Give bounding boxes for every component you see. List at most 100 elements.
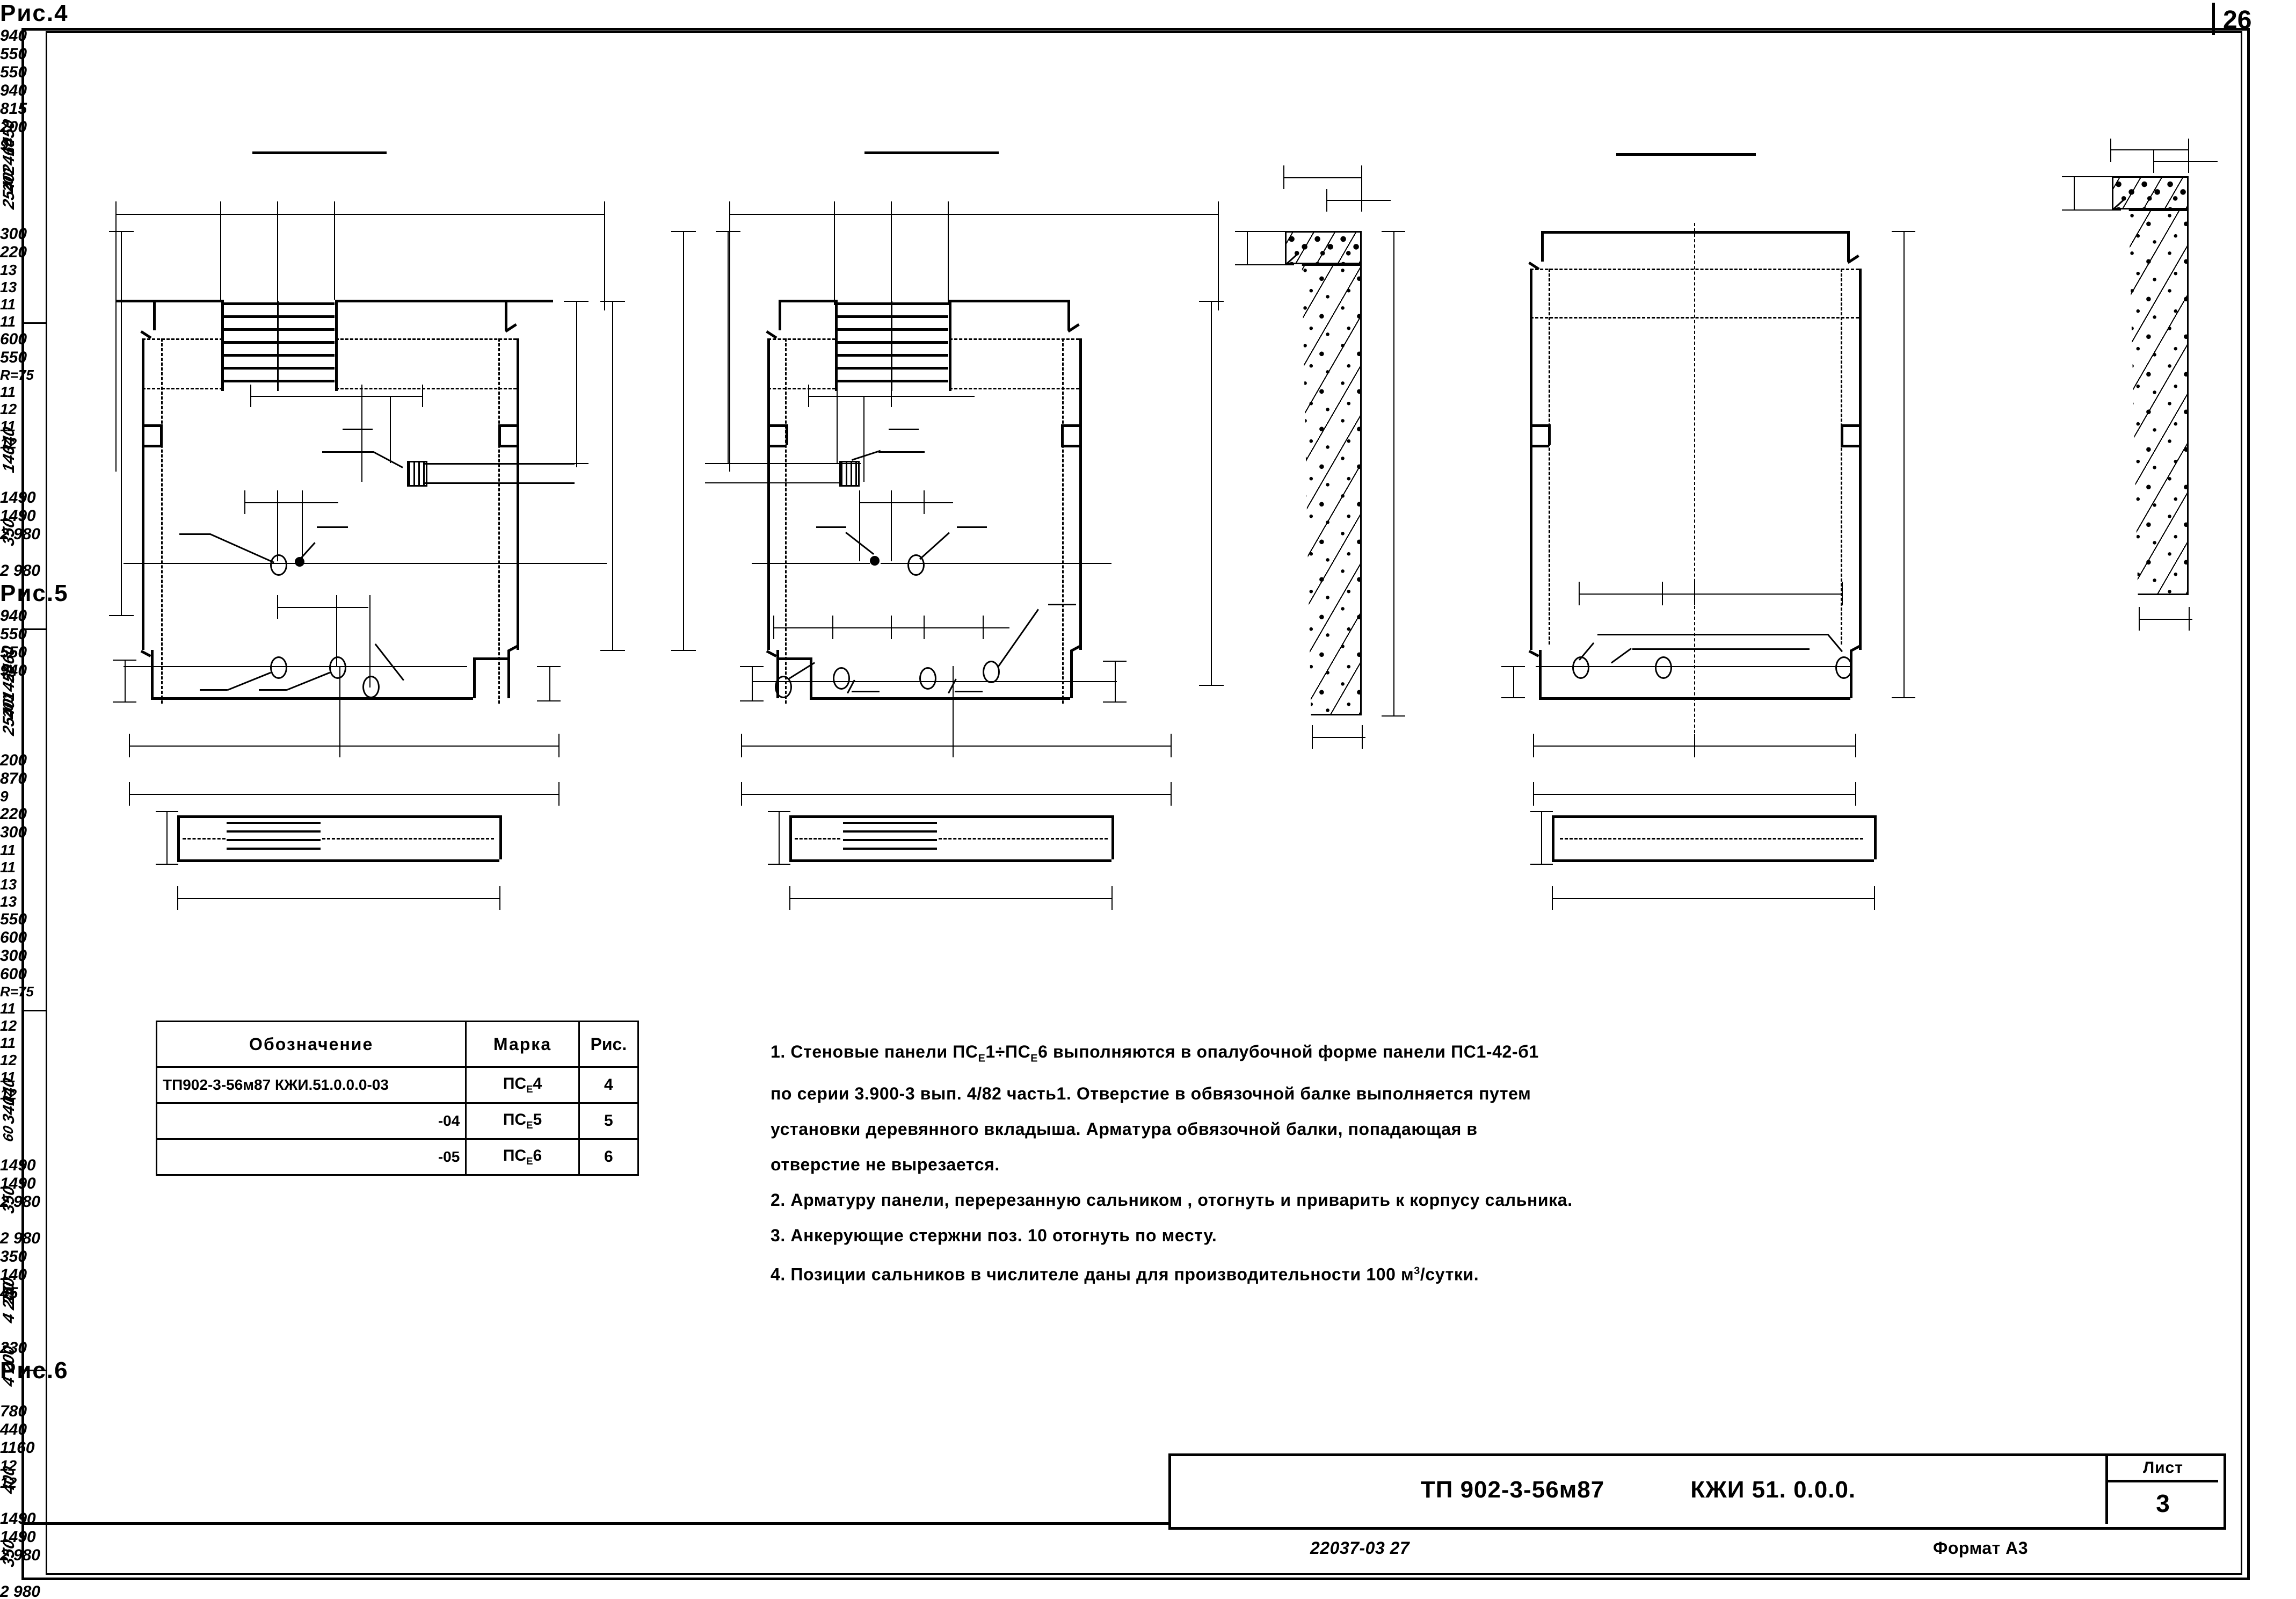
tick bbox=[1199, 301, 1224, 302]
fig6-outline bbox=[1859, 269, 1862, 508]
ext-line bbox=[948, 214, 949, 305]
fig4-notch bbox=[160, 424, 163, 445]
fig5-dim-1490b: 1490 bbox=[0, 1175, 36, 1192]
fig5-ref-line bbox=[752, 563, 870, 564]
sec-left-230-line bbox=[1312, 737, 1365, 738]
fig6-outline bbox=[1859, 508, 1862, 650]
cell-fig: 5 bbox=[578, 1102, 640, 1140]
fig4-600-550-line bbox=[277, 607, 368, 608]
fig4-gland-dim bbox=[424, 463, 575, 465]
tick bbox=[177, 886, 178, 910]
fig4-hidden bbox=[161, 338, 163, 704]
tick bbox=[832, 616, 833, 639]
fig6-outline bbox=[1541, 231, 1544, 262]
fig4-section-side bbox=[499, 815, 502, 859]
fig6-centerline bbox=[1694, 223, 1695, 744]
fig4-350-dimline bbox=[166, 811, 168, 864]
fig4-anchor-circle bbox=[270, 554, 287, 576]
fig5-pos-12b: 12 bbox=[0, 1052, 17, 1068]
tick bbox=[2153, 150, 2154, 173]
fig4-outline bbox=[517, 577, 519, 650]
fig6-dim-2980: 2 980 bbox=[0, 1546, 41, 1564]
fig4-hidden bbox=[498, 338, 500, 704]
tick bbox=[740, 700, 764, 701]
sec-right-250-dimline bbox=[2074, 176, 2075, 209]
fig5-350-dimline bbox=[779, 811, 780, 864]
margin-tick bbox=[21, 322, 47, 324]
ext-line bbox=[220, 214, 221, 300]
tick bbox=[768, 864, 790, 865]
fig6-bar-top bbox=[1597, 634, 1828, 635]
fig6-outline bbox=[1850, 650, 1852, 698]
fig6-350-dimline bbox=[1541, 811, 1542, 864]
cell-designation: -05 bbox=[155, 1138, 467, 1176]
fig5-notch bbox=[767, 445, 787, 447]
fig6-notch bbox=[1841, 445, 1860, 447]
tick bbox=[113, 701, 136, 703]
fig6-outline bbox=[1539, 650, 1542, 698]
fig5-gland-symbol bbox=[839, 461, 860, 487]
note-line: 3. Анкерующие стержни поз. 10 отогнуть п… bbox=[771, 1226, 1217, 1246]
doc-code: 22037-03 27 bbox=[1310, 1538, 1410, 1558]
fig4-beam-center bbox=[277, 301, 279, 391]
fig4-notch bbox=[498, 445, 518, 447]
fig4-pos-11c: 11 bbox=[0, 384, 16, 400]
fig5-outline bbox=[949, 300, 1019, 302]
fig4-pos-11d: 11 bbox=[0, 418, 16, 435]
fig5-notch bbox=[1061, 445, 1080, 447]
tick bbox=[740, 666, 764, 667]
tick bbox=[741, 782, 742, 806]
fig4-section-centerline bbox=[322, 838, 494, 840]
ext-line bbox=[334, 214, 335, 300]
cell-mark: ПСЕ6 bbox=[465, 1138, 580, 1176]
fig4-top-dim-line bbox=[115, 214, 604, 215]
fig5-outline bbox=[776, 650, 779, 698]
sec-right-dim-250: 250 bbox=[0, 0, 18, 1599]
fig6-2980-line bbox=[1533, 794, 1855, 795]
fig4-dim-1490a: 1490 bbox=[0, 489, 36, 507]
fig4-outline bbox=[115, 300, 153, 302]
tick bbox=[1361, 189, 1362, 212]
fig5-pos-11a: 11 bbox=[0, 842, 16, 858]
tick bbox=[1235, 231, 1299, 232]
th-fig: Рис. bbox=[578, 1021, 640, 1068]
fig5-2460-dimline bbox=[683, 231, 684, 650]
fig4-2980-line bbox=[129, 794, 558, 795]
tick bbox=[156, 811, 178, 812]
fig6-anchor-circle bbox=[1572, 656, 1589, 679]
fig5-outline bbox=[1019, 300, 1067, 302]
fig5-anchor-circle bbox=[919, 667, 936, 690]
tick bbox=[1361, 165, 1362, 189]
table-header-row: Обозначение Марка Рис. bbox=[155, 1021, 640, 1068]
fig6-bar-ref bbox=[1536, 666, 1852, 667]
fig4-pos-9: 9 bbox=[0, 136, 9, 153]
fig5-section-bottom bbox=[789, 859, 1111, 862]
fig6-bar-mid bbox=[1632, 648, 1810, 650]
fig4-340-dimline bbox=[125, 660, 126, 701]
fig4-gland-dim bbox=[424, 482, 575, 484]
fig4-pos-11a: 11 bbox=[0, 296, 16, 313]
tick bbox=[564, 301, 588, 302]
cell-mark: ПСЕ5 bbox=[465, 1102, 580, 1140]
fig5-pos-12c: 12 bbox=[0, 1086, 17, 1103]
title-block-main: ТП 902-3-56м87 КЖИ 51. 0.0.0. bbox=[1171, 1456, 2105, 1524]
fig4-section-dim-2980: 2 980 bbox=[0, 562, 41, 580]
fig5-hidden bbox=[768, 388, 835, 389]
fig5-140-dimline bbox=[752, 666, 753, 700]
fig5-section-top bbox=[789, 815, 1111, 818]
fig5-outline bbox=[1067, 300, 1070, 330]
fig5-2540-dimline bbox=[1211, 301, 1212, 685]
ext-line bbox=[859, 502, 860, 561]
sec-left-250-dimline bbox=[1247, 231, 1248, 264]
frac-line bbox=[852, 691, 880, 692]
frac-line bbox=[1048, 604, 1076, 605]
cell-designation: ТП902-3-56м87 КЖИ.51.0.0.0-03 bbox=[155, 1066, 467, 1104]
tick bbox=[1533, 782, 1534, 806]
tick bbox=[537, 666, 561, 667]
fig5-notch bbox=[767, 424, 786, 427]
fig5-section-centerline bbox=[939, 838, 1108, 840]
fig4-anchor-circle bbox=[329, 656, 346, 679]
fig4-ref-line bbox=[301, 563, 607, 564]
fig5-gland-ref bbox=[705, 463, 861, 464]
